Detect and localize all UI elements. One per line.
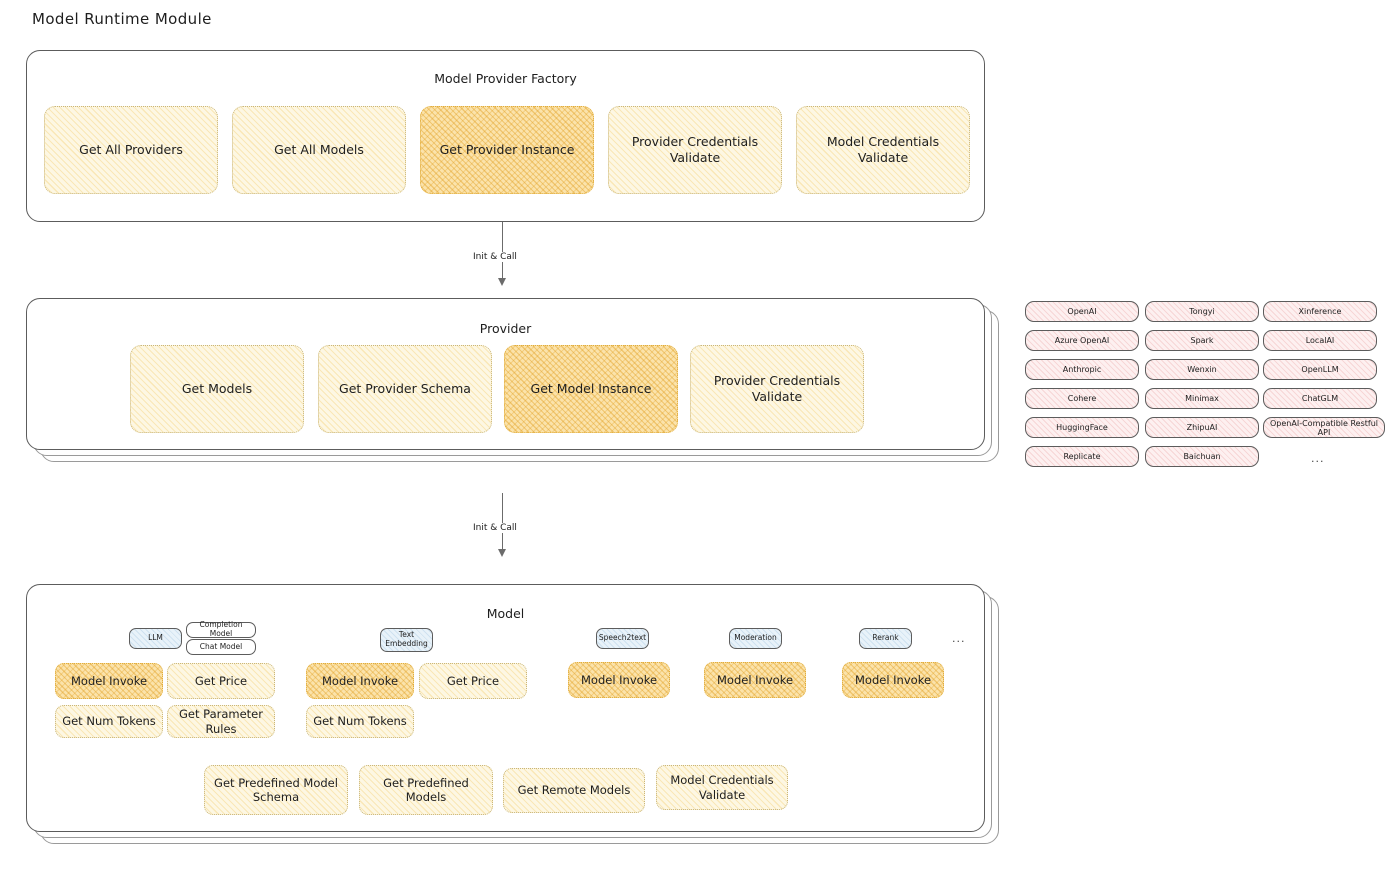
- llm-method-model-invoke[interactable]: Model Invoke: [55, 663, 163, 699]
- provider-box-get-models[interactable]: Get Models: [130, 345, 304, 433]
- page-title: Model Runtime Module: [32, 10, 212, 28]
- text-embedding-method-model-invoke[interactable]: Model Invoke: [306, 663, 414, 699]
- model-type-moderation[interactable]: Moderation: [729, 628, 782, 649]
- llm-method-get-price[interactable]: Get Price: [167, 663, 275, 699]
- model-type-llm[interactable]: LLM: [129, 628, 182, 649]
- model-subtype-completion-model[interactable]: Completion Model: [186, 621, 256, 638]
- arrow-provider-to-model-head: [498, 549, 506, 557]
- arrow-factory-to-provider-label: Init & Call: [470, 252, 520, 262]
- speech2text-method-model-invoke[interactable]: Model Invoke: [568, 662, 670, 698]
- factory-box-get-all-models[interactable]: Get All Models: [232, 106, 406, 194]
- model-provider-factory-title: Model Provider Factory: [434, 71, 577, 86]
- llm-method-get-parameter-rules[interactable]: Get Parameter Rules: [167, 705, 275, 738]
- provider-pill-openai-compatible-restful-api[interactable]: OpenAI-Compatible Restful API: [1263, 417, 1385, 438]
- provider-box-provider-credentials-validate[interactable]: Provider Credentials Validate: [690, 345, 864, 433]
- provider-pill-openllm[interactable]: OpenLLM: [1263, 359, 1377, 380]
- moderation-method-model-invoke[interactable]: Model Invoke: [704, 662, 806, 698]
- provider-box-get-model-instance[interactable]: Get Model Instance: [504, 345, 678, 433]
- rerank-method-model-invoke[interactable]: Model Invoke: [842, 662, 944, 698]
- provider-pill-localai[interactable]: LocalAI: [1263, 330, 1377, 351]
- model-common-get-predefined-model-schema[interactable]: Get Predefined Model Schema: [204, 765, 348, 815]
- factory-box-model-credentials-validate[interactable]: Model Credentials Validate: [796, 106, 970, 194]
- provider-pill-azure-openai[interactable]: Azure OpenAI: [1025, 330, 1139, 351]
- factory-box-get-provider-instance[interactable]: Get Provider Instance: [420, 106, 594, 194]
- provider-pill-chatglm[interactable]: ChatGLM: [1263, 388, 1377, 409]
- arrow-provider-to-model-line: [502, 493, 504, 551]
- model-title: Model: [486, 606, 525, 621]
- provider-list-more-dots: ...: [1311, 452, 1325, 465]
- arrow-factory-to-provider-head: [498, 278, 506, 286]
- provider-pill-spark[interactable]: Spark: [1145, 330, 1259, 351]
- provider-pill-replicate[interactable]: Replicate: [1025, 446, 1139, 467]
- model-type-rerank[interactable]: Rerank: [859, 628, 912, 649]
- provider-pill-zhipuai[interactable]: ZhipuAI: [1145, 417, 1259, 438]
- provider-pill-anthropic[interactable]: Anthropic: [1025, 359, 1139, 380]
- arrow-provider-to-model-label: Init & Call: [470, 523, 520, 533]
- provider-pill-wenxin[interactable]: Wenxin: [1145, 359, 1259, 380]
- provider-pill-tongyi[interactable]: Tongyi: [1145, 301, 1259, 322]
- model-common-get-predefined-models[interactable]: Get Predefined Models: [359, 765, 493, 815]
- provider-title: Provider: [479, 321, 532, 336]
- provider-box-get-provider-schema[interactable]: Get Provider Schema: [318, 345, 492, 433]
- model-type-speech2text[interactable]: Speech2text: [596, 628, 649, 649]
- text-embedding-method-get-num-tokens[interactable]: Get Num Tokens: [306, 705, 414, 738]
- provider-pill-minimax[interactable]: Minimax: [1145, 388, 1259, 409]
- factory-box-provider-credentials-validate[interactable]: Provider Credentials Validate: [608, 106, 782, 194]
- factory-box-get-all-providers[interactable]: Get All Providers: [44, 106, 218, 194]
- provider-pill-cohere[interactable]: Cohere: [1025, 388, 1139, 409]
- model-types-more-dots: ...: [952, 632, 966, 645]
- text-embedding-method-get-price[interactable]: Get Price: [419, 663, 527, 699]
- provider-pill-huggingface[interactable]: HuggingFace: [1025, 417, 1139, 438]
- llm-method-get-num-tokens[interactable]: Get Num Tokens: [55, 705, 163, 738]
- provider-pill-baichuan[interactable]: Baichuan: [1145, 446, 1259, 467]
- model-common-get-remote-models[interactable]: Get Remote Models: [503, 768, 645, 813]
- provider-pill-xinference[interactable]: Xinference: [1263, 301, 1377, 322]
- arrow-factory-to-provider-line: [502, 222, 504, 280]
- model-subtype-chat-model[interactable]: Chat Model: [186, 639, 256, 655]
- model-common-model-credentials-validate[interactable]: Model Credentials Validate: [656, 765, 788, 810]
- provider-pill-openai[interactable]: OpenAI: [1025, 301, 1139, 322]
- model-type-text-embedding[interactable]: Text Embedding: [380, 628, 433, 652]
